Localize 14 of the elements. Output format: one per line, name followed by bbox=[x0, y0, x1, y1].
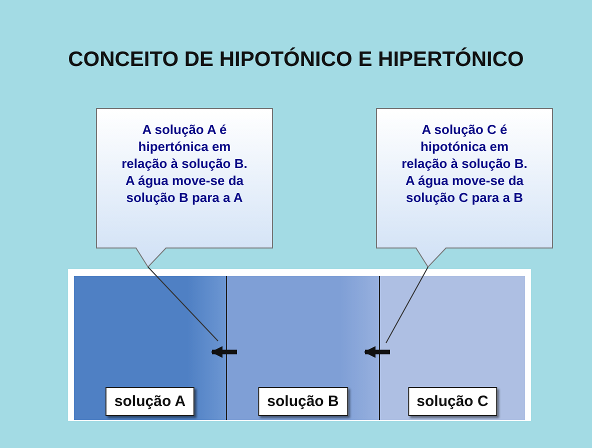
callout-box bbox=[376, 108, 553, 268]
solution-label: solução B bbox=[258, 387, 348, 416]
solution-compartment bbox=[74, 276, 226, 420]
water-flow-arrow bbox=[210, 346, 237, 358]
solution-compartment bbox=[379, 276, 525, 420]
solution-label: solução A bbox=[105, 387, 195, 416]
solution-label: solução C bbox=[408, 387, 498, 416]
leader-line bbox=[386, 266, 428, 344]
callout-text: A solução A é hipertónica em relação à solução B. A água move-se da solução B para a A bbox=[120, 121, 248, 206]
callout-box bbox=[96, 108, 273, 268]
solution-compartment bbox=[226, 276, 379, 420]
water-flow-arrow bbox=[364, 346, 390, 358]
callout-text: A solução C é hipotónica em relação à solução B. A água move-se da solução C para a B bbox=[400, 121, 528, 206]
slide-title: CONCEITO DE HIPOTÓNICO E HIPERTÓNICO bbox=[67, 48, 525, 72]
